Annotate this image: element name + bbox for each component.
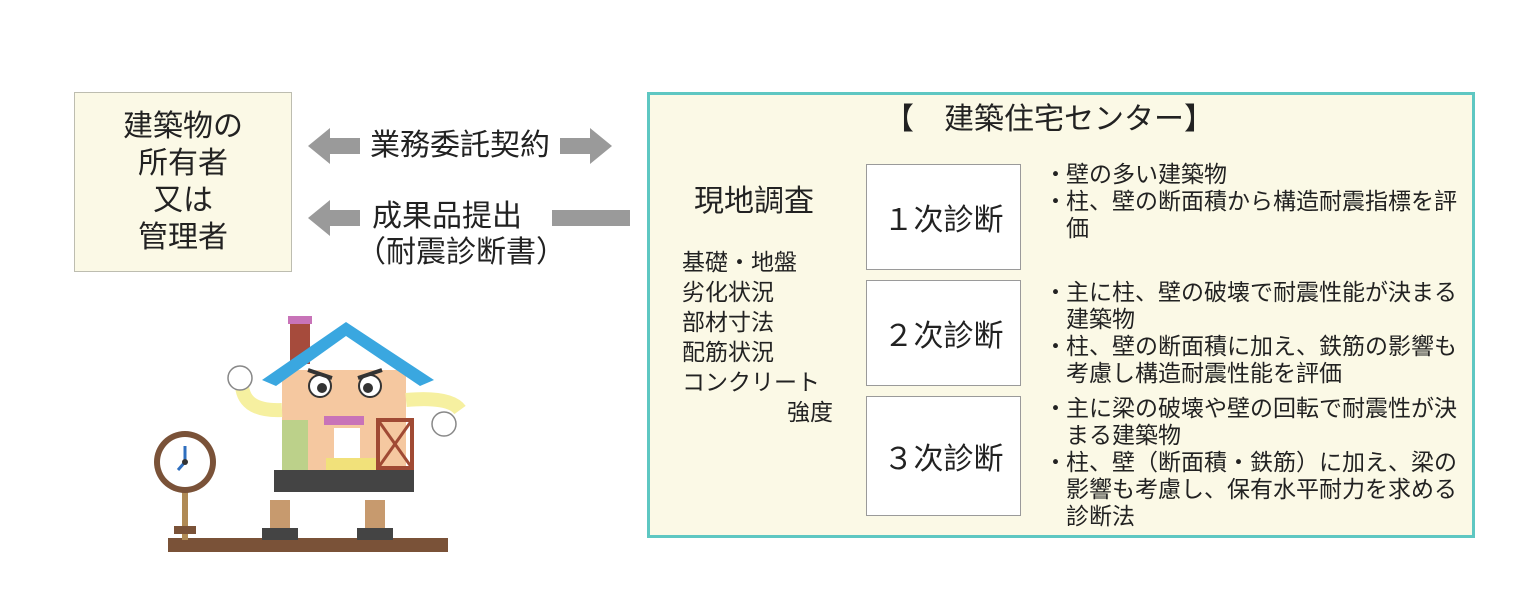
desc-point: ・ 柱、壁の断面積に加え、鉄筋の影響も考慮し構造耐震性能を評価 — [1044, 334, 1457, 387]
desc-point: ・ 壁の多い建築物 — [1044, 162, 1227, 188]
owner-line: 所有者 — [138, 146, 228, 181]
diagnosis-2-desc: ・ 主に柱、壁の破壊で耐震性能が決まる建築物 ・ 柱、壁の断面積に加え、鉄筋の影… — [1044, 280, 1469, 388]
house-character-illustration — [154, 316, 466, 552]
survey-item: 部材寸法 — [682, 310, 774, 336]
desc-point: ・ 主に柱、壁の破壊で耐震性能が決まる建築物 — [1044, 280, 1457, 333]
survey-title: 現地調査 — [694, 184, 814, 219]
diagnosis-1-box: １次診断 — [866, 164, 1021, 270]
diagnosis-3-box: ３次診断 — [866, 396, 1021, 516]
owner-box: 建築物の 所有者 又は 管理者 — [74, 92, 292, 272]
owner-line: 又は — [153, 183, 213, 218]
survey-items: 基礎・地盤 劣化状況 部材寸法 配筋状況 コンクリート 強度 — [682, 248, 833, 428]
contract-label: 業務委託契約 — [370, 128, 550, 163]
arrow-left-icon — [308, 128, 360, 164]
arrow-left-icon — [308, 200, 360, 236]
bullet: ・ — [1044, 334, 1067, 360]
desc-point: ・ 柱、壁の断面積から構造耐震指標を評価 — [1044, 189, 1457, 242]
survey-item: 強度 — [787, 400, 833, 426]
diagnosis-2-box: ２次診断 — [866, 280, 1021, 386]
owner-line: 管理者 — [138, 220, 228, 255]
owner-line: 建築物の — [123, 109, 243, 144]
desc-point: ・ 柱、壁（断面積・鉄筋）に加え、梁の影響も考慮し、保有水平耐力を求める診断法 — [1044, 450, 1457, 530]
survey-item: 配筋状況 — [682, 340, 774, 366]
center-title: 【 建築住宅センター】 — [884, 102, 1214, 137]
survey-item: 基礎・地盤 — [682, 250, 797, 276]
bullet: ・ — [1044, 396, 1067, 422]
diagnosis-1-label: １次診断 — [883, 203, 1004, 238]
bullet: ・ — [1044, 162, 1067, 188]
result-label: 成果品提出 — [372, 199, 522, 234]
diagnosis-3-label: ３次診断 — [883, 442, 1004, 477]
center-box — [647, 92, 1475, 538]
diagnosis-1-desc: ・ 壁の多い建築物 ・ 柱、壁の断面積から構造耐震指標を評価 — [1044, 162, 1469, 243]
bullet: ・ — [1044, 280, 1067, 306]
diagnosis-2-label: ２次診断 — [883, 319, 1004, 354]
survey-item: コンクリート — [682, 370, 820, 396]
diagnosis-3-desc: ・ 主に梁の破壊や壁の回転で耐震性が決まる建築物 ・ 柱、壁（断面積・鉄筋）に加… — [1044, 396, 1469, 531]
contract-arrow: 業務委託契約 — [308, 126, 612, 166]
desc-point: ・ 主に梁の破壊や壁の回転で耐震性が決まる建築物 — [1044, 396, 1457, 449]
arrow-tail-bar — [552, 210, 630, 226]
arrow-right-icon — [560, 128, 612, 164]
bullet: ・ — [1044, 189, 1067, 215]
clock-icon — [154, 431, 216, 493]
survey-item: 劣化状況 — [682, 280, 774, 306]
result-label-sub: （耐震診断書） — [356, 235, 566, 270]
bullet: ・ — [1044, 450, 1067, 476]
